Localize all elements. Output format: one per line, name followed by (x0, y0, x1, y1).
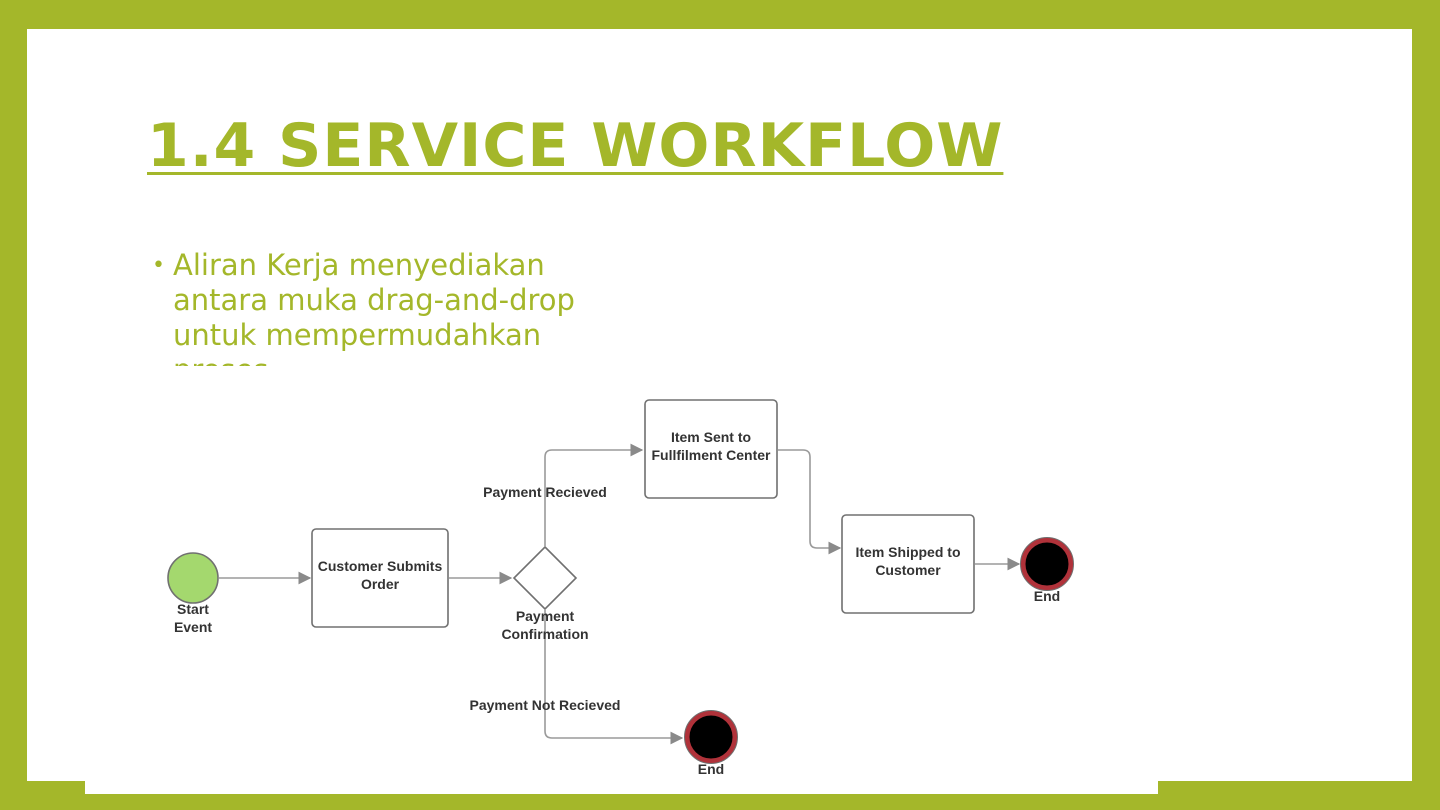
gateway-payment-confirmation (512, 545, 578, 611)
diagram-image-strip (85, 781, 1158, 794)
task-item-sent-line1: Item Sent to (671, 429, 751, 445)
task-item-shipped-line1: Item Shipped to (856, 544, 961, 560)
task-item-sent (644, 399, 778, 499)
task-customer-submits-order (311, 528, 449, 628)
bullet-dot-icon: • (152, 253, 165, 278)
task-customer-submits-order-line2: Order (361, 576, 400, 592)
start-event-label-line1: Start (177, 601, 209, 617)
label-payment-received: Payment Recieved (483, 484, 607, 500)
gateway-label-line1: Payment (516, 608, 575, 624)
end-event-bottom-border (684, 710, 738, 764)
end-event-top-label: End (1034, 588, 1060, 604)
task-item-shipped-line2: Customer (875, 562, 941, 578)
gateway-label-line2: Confirmation (501, 626, 588, 642)
bullet-list: • Aliran Kerja menyediakan antara muka d… (152, 248, 632, 366)
task-customer-submits-order-line1: Customer Submits (318, 558, 443, 574)
end-event-bottom-label: End (698, 761, 724, 777)
task-item-shipped (841, 514, 975, 614)
connector-gateway-to-end-bottom (544, 610, 684, 745)
start-event-circle (167, 552, 219, 604)
label-payment-not-received: Payment Not Recieved (470, 697, 621, 713)
end-event-top (1020, 537, 1074, 591)
connector-gateway-to-sent (544, 443, 644, 546)
end-event-bottom (684, 710, 738, 764)
bullet-text: Aliran Kerja menyediakan antara muka dra… (173, 248, 575, 366)
start-event-label-line2: Event (174, 619, 212, 635)
task-item-sent-line2: Fullfilment Center (651, 447, 771, 463)
slide-title: 1.4 SERVICE WORKFLOW (147, 111, 1004, 181)
end-event-top-border (1020, 537, 1074, 591)
connector-sent-to-shipped (778, 449, 842, 555)
